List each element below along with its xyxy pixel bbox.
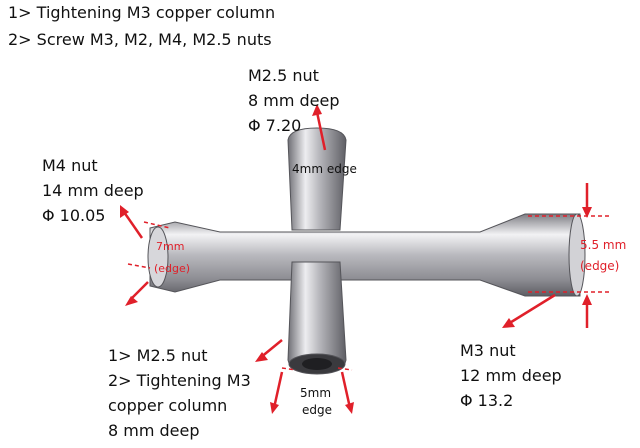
top-label-line-2: 8 mm deep [248,91,340,110]
intro-line-1: 1> Tightening M3 copper column [8,3,276,22]
left-socket-end [147,226,169,288]
bottom-left-label-line-4: 8 mm deep [108,421,200,440]
top-label-line-1: M2.5 nut [248,66,319,85]
bottom-edge-label-1: 5mm [300,386,332,400]
horizontal-bar [149,213,581,297]
right-socket-end [568,213,586,297]
left-edge-label-2: (edge) [154,262,191,275]
left-label-line-3: Φ 10.05 [42,206,106,225]
bottom-left-label-line-2: 2> Tightening M3 [108,371,251,390]
top-arm [287,127,347,231]
left-edge-label-1: 7mm [156,240,185,253]
left-label-line-2: 14 mm deep [42,181,144,200]
bottom-left-label-line-1: 1> M2.5 nut [108,346,208,365]
right-edge-label-2: (edge) [580,259,620,273]
top-label-line-3: Φ 7.20 [248,116,302,135]
bottom-right-label-line-3: Φ 13.2 [460,391,514,410]
right-edge-label-1: 5.5 mm [580,238,627,252]
bottom-edge-label-2: edge [302,403,332,417]
left-label-line-1: M4 nut [42,156,98,175]
bottom-right-label-line-2: 12 mm deep [460,366,562,385]
top-edge-label: 4mm edge [292,162,357,176]
bottom-left-label-line-3: copper column [108,396,228,415]
intro-line-2: 2> Screw M3, M2, M4, M2.5 nuts [8,30,272,49]
bottom-right-label-line-1: M3 nut [460,341,516,360]
